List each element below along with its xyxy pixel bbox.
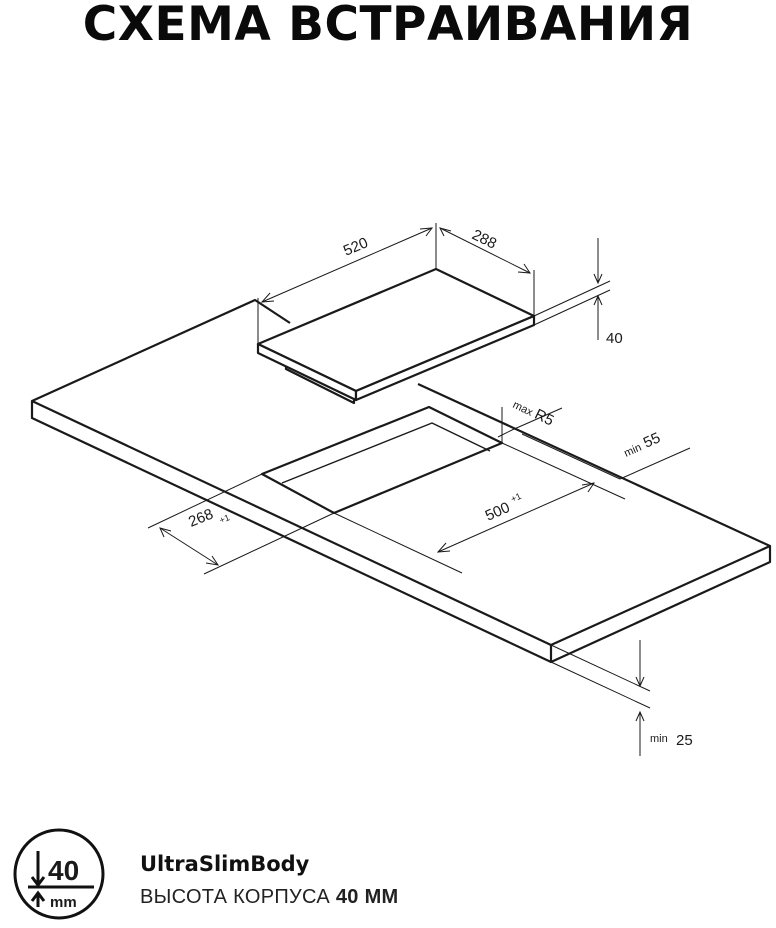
cutout-width-tolerance: +1 [218, 512, 231, 525]
dim-label-40: 40 [606, 330, 623, 347]
dim-label-520: 520 [341, 234, 371, 259]
dim-label-min-25: min 25 [650, 732, 693, 749]
cutout-width-value: 268 [186, 506, 216, 531]
countertop-back-edge-left [31, 298, 291, 403]
height-value: 40 ММ [335, 886, 399, 908]
cutout-length-tolerance: +1 [509, 491, 522, 504]
countertop-back-edge-right [417, 383, 771, 547]
badge-unit: mm [50, 894, 77, 911]
dimension-lines [147, 223, 691, 756]
height-badge-icon: 40 mm [13, 828, 105, 920]
dim-label-288: 288 [469, 226, 499, 252]
dim-label-500: 500 +1 [483, 491, 523, 525]
radius-value: R5 [532, 406, 557, 430]
cutout-inner-wall [281, 422, 491, 484]
dim-label-max-r5: max R5 [511, 399, 557, 430]
min-prefix-55: min [622, 442, 643, 460]
min-prefix-25: min [650, 733, 668, 745]
max-prefix: max [511, 399, 535, 419]
edge-gap-value: 55 [641, 429, 663, 451]
height-label: ВЫСОТА КОРПУСА [140, 886, 331, 908]
product-name: UltraSlimBody [140, 852, 310, 876]
page-title: СХЕМА ВСТРАИВАНИЯ [82, 0, 694, 52]
cutout-outline [260, 405, 504, 515]
hob [256, 267, 536, 405]
bottom-clearance-value: 25 [676, 732, 693, 749]
installation-diagram: 520 288 40 max R5 min 55 500 +1 268 +1 m… [30, 223, 772, 756]
dim-label-min-55: min 55 [622, 429, 663, 460]
badge-value: 40 [48, 855, 79, 886]
dim-label-268: 268 +1 [186, 506, 231, 531]
cutout [260, 405, 504, 515]
body-height-line: ВЫСОТА КОРПУСА 40 ММ [140, 886, 399, 909]
dimension-labels: 520 288 40 max R5 min 55 500 +1 268 +1 m… [186, 226, 693, 749]
